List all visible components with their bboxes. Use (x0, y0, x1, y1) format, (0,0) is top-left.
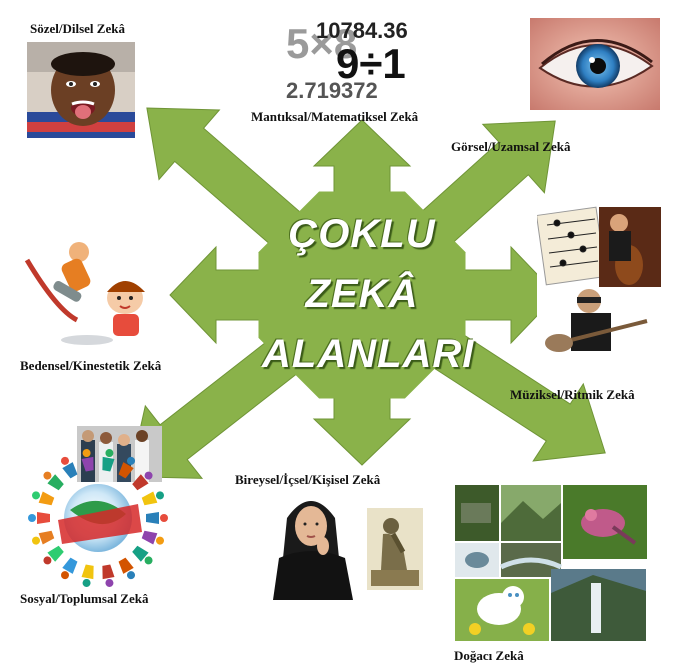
person-figure (141, 530, 164, 545)
person-figure (146, 512, 168, 524)
person-figure (43, 545, 64, 565)
smiling-child-photo (27, 42, 135, 138)
person-figure (32, 530, 55, 545)
title-line-1: ÇOKLU (288, 212, 436, 256)
person-figure (61, 557, 78, 580)
number-line-1: 10784.36 (316, 18, 408, 43)
person-figure (118, 557, 135, 580)
person-figure (28, 512, 50, 524)
label-bireysel: Bireysel/İçsel/Kişisel Zekâ (235, 472, 381, 487)
title-line-3: ALANLARI (262, 332, 475, 376)
numbers-collage: 5×8 10784.36 9÷1 2.719372 (284, 18, 446, 104)
bg-digits: 5×8 (286, 20, 357, 67)
person-figure (132, 471, 153, 491)
person-figure (102, 564, 115, 587)
person-figure (81, 449, 94, 472)
person-figure (132, 545, 153, 565)
person-figure (81, 564, 94, 587)
number-line-2: 9÷1 (336, 40, 406, 87)
label-muziksel: Müziksel/Ritmik Zekâ (510, 387, 635, 402)
nature-photo-collage (453, 483, 648, 643)
musicians-collage (537, 205, 663, 355)
person-figure (118, 456, 135, 479)
label-mantiksal: Mantıksal/Matematiksel Zekâ (251, 109, 419, 124)
title-line-2: ZEKÂ (305, 272, 419, 316)
thinker-statue-photo (367, 508, 423, 590)
thinking-woman-photo (265, 488, 360, 600)
label-dogaci: Doğacı Zekâ (454, 648, 524, 663)
people-around-globe-illustration (18, 440, 180, 588)
label-bedensel: Bedensel/Kinestetik Zekâ (20, 358, 162, 373)
label-sosyal: Sosyal/Toplumsal Zekâ (20, 591, 149, 606)
label-gorsel: Görsel/Uzamsal Zekâ (451, 139, 571, 154)
person-figure (102, 449, 115, 472)
blue-eye-photo (530, 18, 660, 110)
center-hub (258, 191, 466, 399)
person-figure (141, 491, 164, 506)
children-playing-illustration (17, 230, 157, 350)
label-sozel: Sözel/Dilsel Zekâ (30, 21, 125, 36)
person-figure (61, 456, 78, 479)
person-figure (43, 471, 64, 491)
person-figure (32, 491, 55, 506)
center-title: ÇOKLU ZEKÂ ALANLARI (262, 200, 475, 390)
number-line-3: 2.719372 (286, 78, 378, 103)
